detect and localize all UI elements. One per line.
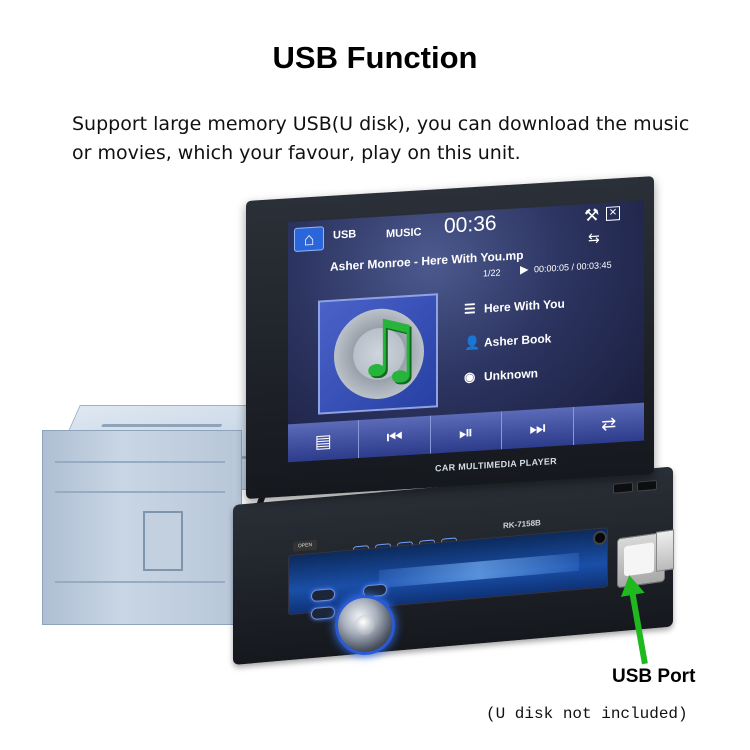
play-pause-button[interactable]: ⏯ — [430, 411, 503, 454]
arrow-head — [617, 573, 645, 597]
band-button[interactable] — [311, 606, 335, 621]
open-button[interactable]: OPEN — [293, 539, 317, 552]
tray-glow — [379, 552, 579, 589]
display-tray — [288, 527, 608, 616]
description-text: Support large memory USB(U disk), you ca… — [72, 113, 690, 164]
info-artist-row: 👤Asher Book — [464, 330, 551, 351]
info-album-row: ◉ Unknown — [464, 365, 538, 386]
mode-label: MUSIC — [386, 226, 422, 241]
model-label: RK-7158B — [503, 518, 541, 531]
previous-button[interactable]: ⏮ — [359, 415, 431, 459]
repeat-icon[interactable]: ⇆ — [588, 229, 600, 247]
clock: 00:36 — [444, 211, 497, 238]
bezel-label: CAR MULTIMEDIA PLAYER — [435, 455, 557, 474]
headline: USB Function — [272, 40, 478, 75]
footnote: (U disk not included) — [486, 705, 688, 723]
chassis-rib — [55, 581, 225, 583]
mount-bracket — [143, 511, 183, 571]
touch-screen[interactable]: ⌂ USB MUSIC 00:36 ⚒ ✕ ⇆ Asher Monroe - H… — [288, 200, 644, 463]
gnd-button[interactable] — [637, 479, 657, 492]
playing-icon: ▶ — [520, 263, 529, 277]
disc-icon: ◉ — [464, 368, 476, 385]
reset-button[interactable] — [613, 482, 633, 494]
person-icon: 👤 — [464, 334, 481, 351]
playlist-button[interactable]: ▤ — [288, 420, 360, 463]
vent-slot — [101, 424, 223, 427]
source-label[interactable]: USB — [333, 228, 357, 242]
next-button[interactable]: ⏭ — [502, 406, 574, 450]
volume-knob[interactable] — [335, 595, 395, 655]
chassis-rib — [55, 491, 225, 493]
track-position: 1/22 — [483, 267, 501, 279]
info-title: Here With You — [484, 296, 565, 316]
home-icon[interactable]: ⌂ — [294, 226, 324, 253]
exit-icon[interactable]: ✕ — [606, 206, 620, 221]
list-icon: ☰ — [464, 300, 476, 317]
front-panel: OPEN RK-7158B — [233, 466, 673, 665]
screen-bezel: ⌂ USB MUSIC 00:36 ⚒ ✕ ⇆ Asher Monroe - H… — [246, 176, 654, 499]
usb-port-label: USB Port — [612, 666, 696, 687]
album-cover: ♫ — [318, 293, 438, 415]
music-note-icon: ♫ — [354, 302, 424, 397]
tools-icon[interactable]: ⚒ — [584, 205, 600, 226]
elapsed-time: 00:00:05 / 00:03:45 — [534, 259, 612, 275]
info-album: Unknown — [484, 366, 538, 384]
info-title-row: ☰ Here With You — [464, 296, 565, 318]
chassis-rib — [55, 461, 225, 463]
repeat-button[interactable]: ⇄ — [601, 413, 617, 435]
chassis-side — [42, 430, 242, 625]
info-artist: Asher Book — [484, 331, 552, 350]
